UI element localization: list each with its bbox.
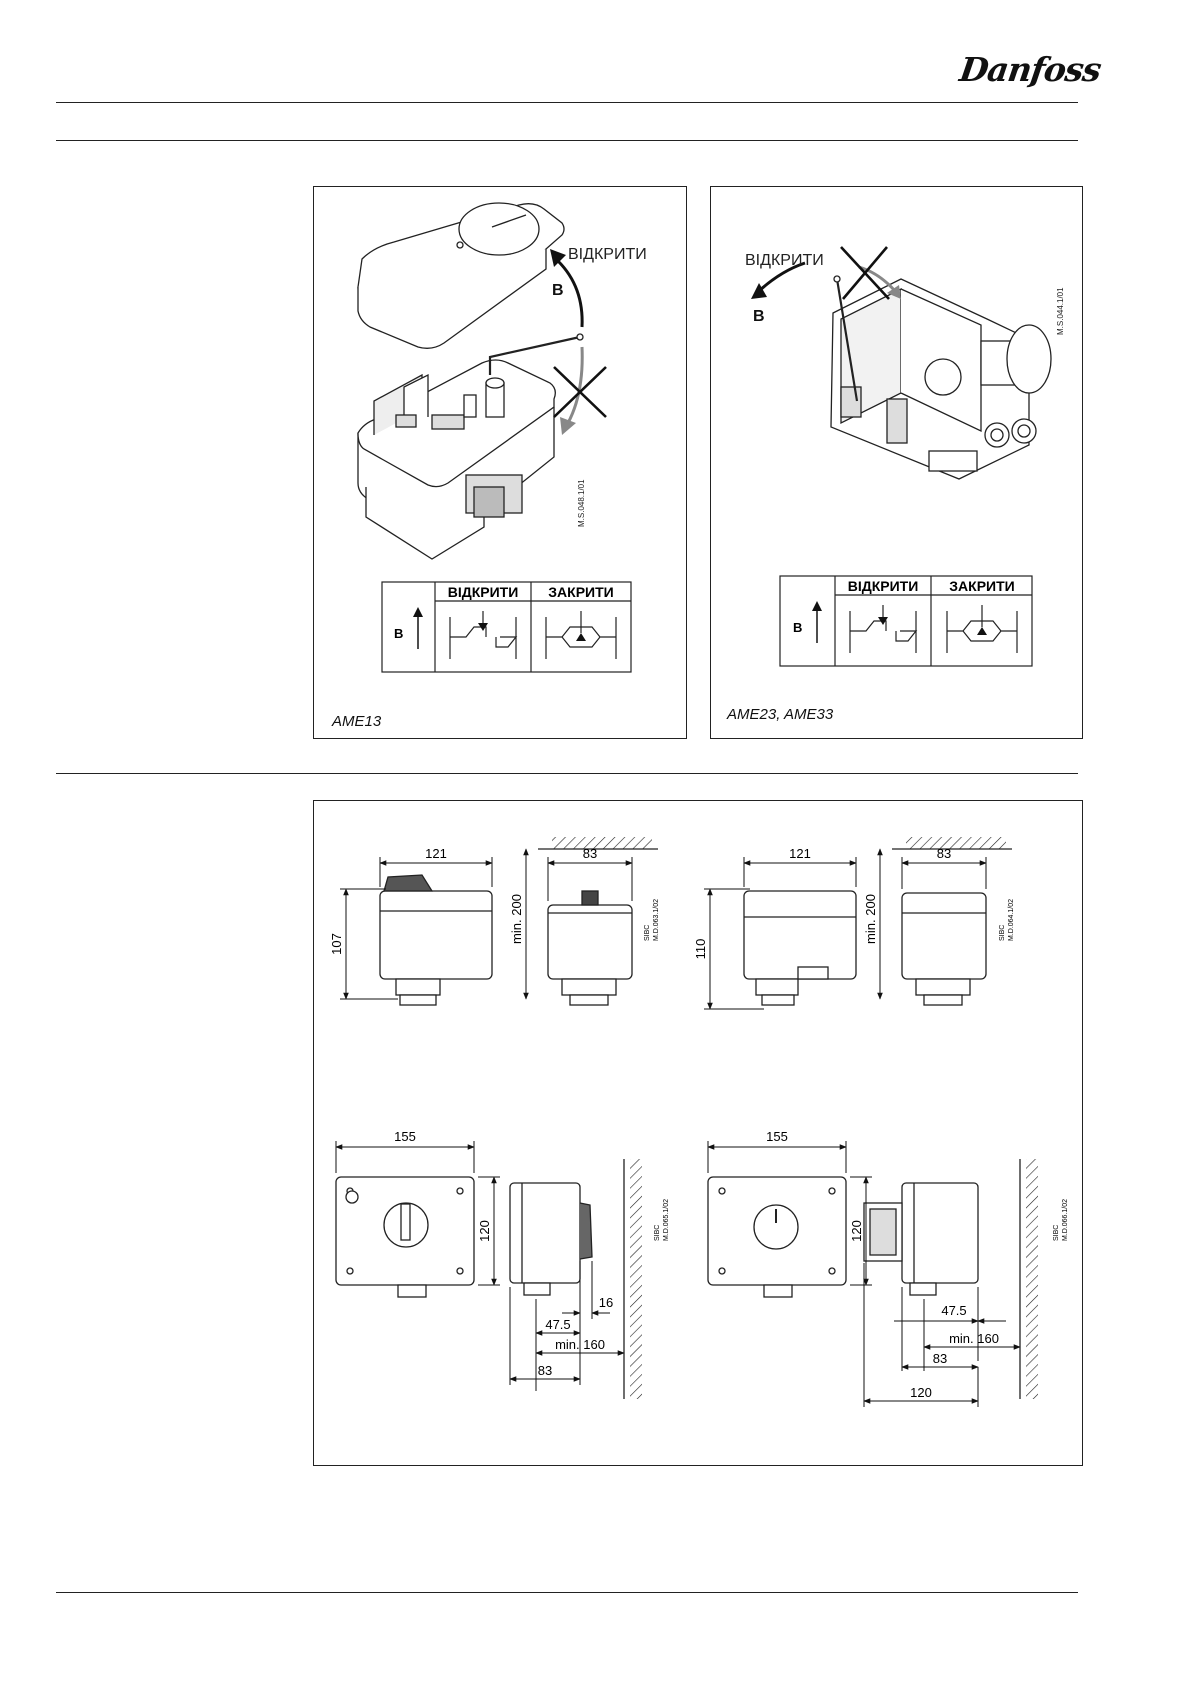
dim-bl-width: 155: [394, 1129, 416, 1144]
valve-open-symbol: [850, 605, 916, 653]
dim-tr-clearance: min. 200: [863, 894, 878, 944]
dim-br-width: 155: [766, 1129, 788, 1144]
ame23-open-label: ВІДКРИТИ: [745, 252, 824, 269]
close-arrow: [568, 347, 582, 423]
ame23-caption: AME23, AME33: [727, 706, 833, 723]
dim-bottom-right-drawing: [708, 1159, 1038, 1399]
dim-br-height: 120: [849, 1220, 864, 1242]
dim-top-right-drawing: [744, 837, 1012, 1005]
dim-tr-height: 110: [693, 939, 708, 960]
dim-bl-47: 47.5: [545, 1317, 570, 1332]
ame13-drawing-code: M.S.048.1/01: [577, 479, 586, 527]
dim-bl-min160: min. 160: [555, 1337, 605, 1352]
header-rule: [56, 102, 1078, 103]
forbidden-cross-icon: [841, 247, 889, 299]
dim-bl-83: 83: [538, 1363, 552, 1378]
brand-logo: Danfoss: [957, 50, 1103, 89]
dim-br-83: 83: [933, 1351, 947, 1366]
dim-tr-depth: 83: [937, 846, 951, 861]
dim-tl-height: 107: [329, 933, 344, 955]
footer-rule: [56, 1592, 1078, 1593]
actuator-body-drawing: [358, 334, 583, 559]
ame23-arrow-letter: B: [753, 308, 765, 325]
dim-br-47: 47.5: [941, 1303, 966, 1318]
ame23-table-open: ВІДКРИТИ: [848, 578, 919, 594]
valve-open-symbol: [450, 611, 516, 659]
ame13-arrow-letter: B: [552, 282, 564, 299]
ame23-table-letter: B: [793, 620, 802, 635]
dim-tl-width: 121: [425, 846, 447, 861]
section-rule-2: [56, 773, 1078, 774]
dim-br-min160: min. 160: [949, 1331, 999, 1346]
actuator-open-drawing: [831, 276, 1051, 479]
dim-bottom-left-drawing: [336, 1159, 642, 1399]
ame13-open-label: ВІДКРИТИ: [568, 246, 647, 263]
ame23-table-close: ЗАКРИТИ: [949, 578, 1014, 594]
section-rule-1: [56, 140, 1078, 141]
dim-bl-16: 16: [599, 1295, 613, 1310]
ame23-drawing-code: M.S.044.1/01: [1056, 287, 1065, 335]
dim-tr-width: 121: [789, 846, 811, 861]
ame13-table-close: ЗАКРИТИ: [548, 584, 613, 600]
dim-br-120: 120: [910, 1385, 932, 1400]
ame13-table-open: ВІДКРИТИ: [448, 584, 519, 600]
dim-tl-depth: 83: [583, 846, 597, 861]
ame23-manual-panel: ВІДКРИТИ B M.S.044.1/01 B ВІДКРИТИ ЗАКРИ…: [710, 186, 1083, 739]
ame13-table-letter: B: [394, 626, 403, 641]
ame13-manual-panel: ВІДКРИТИ B M.S.048.1/01 B ВІДКРИТИ ЗАКРИ…: [313, 186, 687, 739]
dim-bl-height: 120: [477, 1220, 492, 1242]
ame13-caption: AME13: [332, 713, 381, 730]
dim-tl-clearance: min. 200: [509, 894, 524, 944]
actuator-cover-drawing: [358, 203, 564, 348]
